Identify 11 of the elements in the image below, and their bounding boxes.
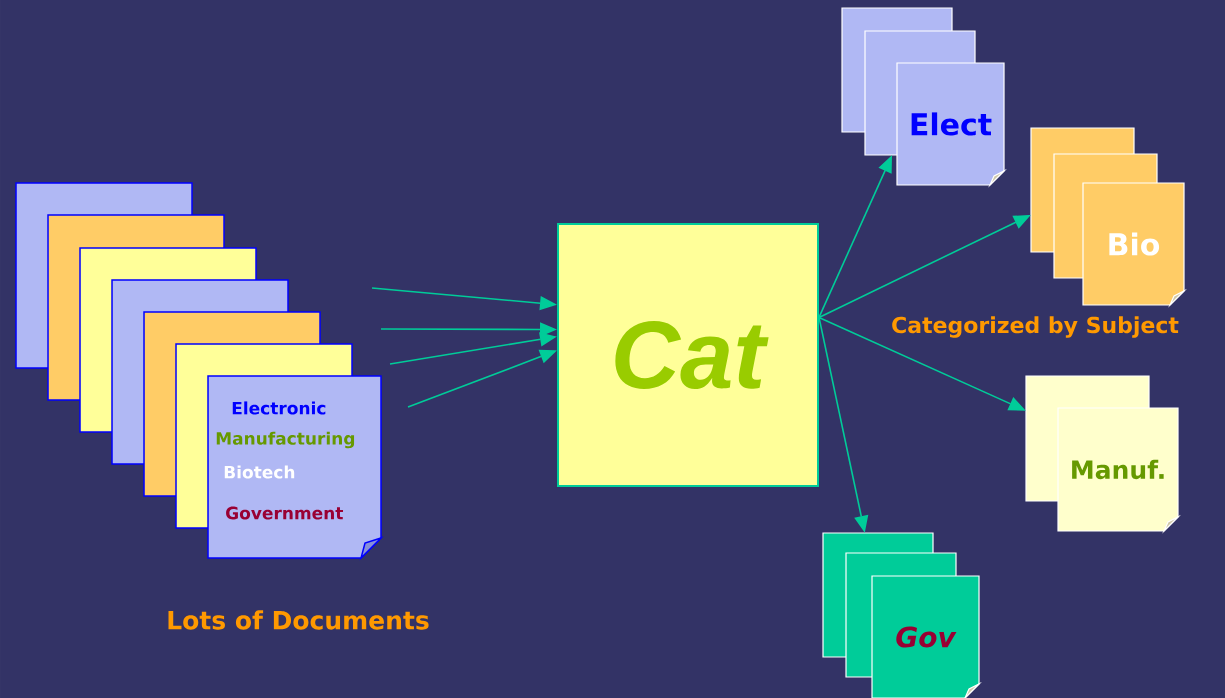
page-title: Elect (911, 112, 992, 136)
topic-text: Biotech (224, 465, 295, 479)
topic-text: Government (226, 506, 343, 520)
page-title: Gov (896, 626, 957, 648)
topic-text: Electronic (232, 401, 326, 415)
process-box: Cat (557, 223, 819, 487)
page-title: Manuf. (1072, 459, 1164, 480)
caption-text: Lots of Documents (168, 610, 429, 630)
topic-text: Manufacturing (216, 431, 355, 449)
caption-text: Categorized by Subject (892, 316, 1179, 338)
page-title: Bio (1109, 232, 1160, 256)
